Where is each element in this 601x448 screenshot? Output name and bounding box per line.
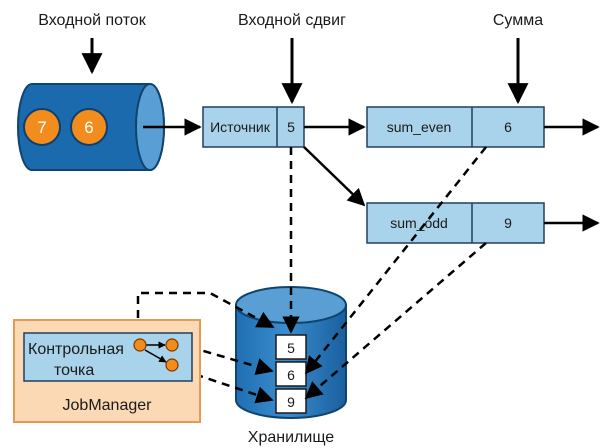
checkpoint-label-line1: Контрольная	[28, 341, 124, 358]
checkpoint-node	[133, 338, 147, 352]
sum-even-name: sum_even	[387, 119, 452, 135]
checkpoint-node	[165, 358, 179, 372]
sum-even-value: 6	[504, 119, 512, 135]
jobmanager-panel: Контрольная точка JobManager	[13, 319, 201, 423]
storage-cell-value: 6	[287, 367, 295, 383]
input-offset-label: Входной сдвиг	[238, 12, 346, 29]
source-to-sum-odd-arrow	[303, 146, 366, 207]
sum-even-state-arrow	[304, 146, 487, 375]
source-offset: 5	[287, 119, 295, 135]
jobmanager-label: JobManager	[63, 397, 153, 414]
stream-record-value: 6	[84, 118, 93, 137]
sum-odd-state-arrow	[304, 242, 487, 400]
checkpoint-mid-dashed-arrow	[189, 345, 274, 375]
stream-record	[70, 108, 108, 146]
input-stream-label: Входной поток	[38, 12, 147, 29]
sum-label: Сумма	[493, 12, 543, 29]
stream-record-value: 7	[37, 118, 46, 137]
input-stream-cylinder: 7 6	[17, 83, 165, 171]
checkpoint-top-dashed-arrow	[136, 291, 275, 332]
storage-cell-value: 5	[287, 340, 295, 356]
storage-cell	[275, 388, 307, 414]
storage-label: Хранилище	[248, 429, 335, 446]
storage-cell	[275, 334, 307, 360]
storage-cell-value: 9	[287, 394, 295, 410]
checkpoint-label-line2: точка	[54, 362, 94, 379]
source-name: Источник	[210, 119, 271, 135]
checkpoint-link	[144, 349, 167, 363]
source-operator: Источник 5	[202, 106, 305, 148]
sum-odd-name: sum_odd	[390, 215, 448, 231]
stream-record	[23, 108, 61, 146]
sum-odd-value: 9	[504, 215, 512, 231]
checkpoint-node	[165, 338, 179, 352]
sum-odd-operator: sum_odd 9	[366, 202, 545, 244]
sum-even-operator: sum_even 6	[366, 106, 545, 148]
